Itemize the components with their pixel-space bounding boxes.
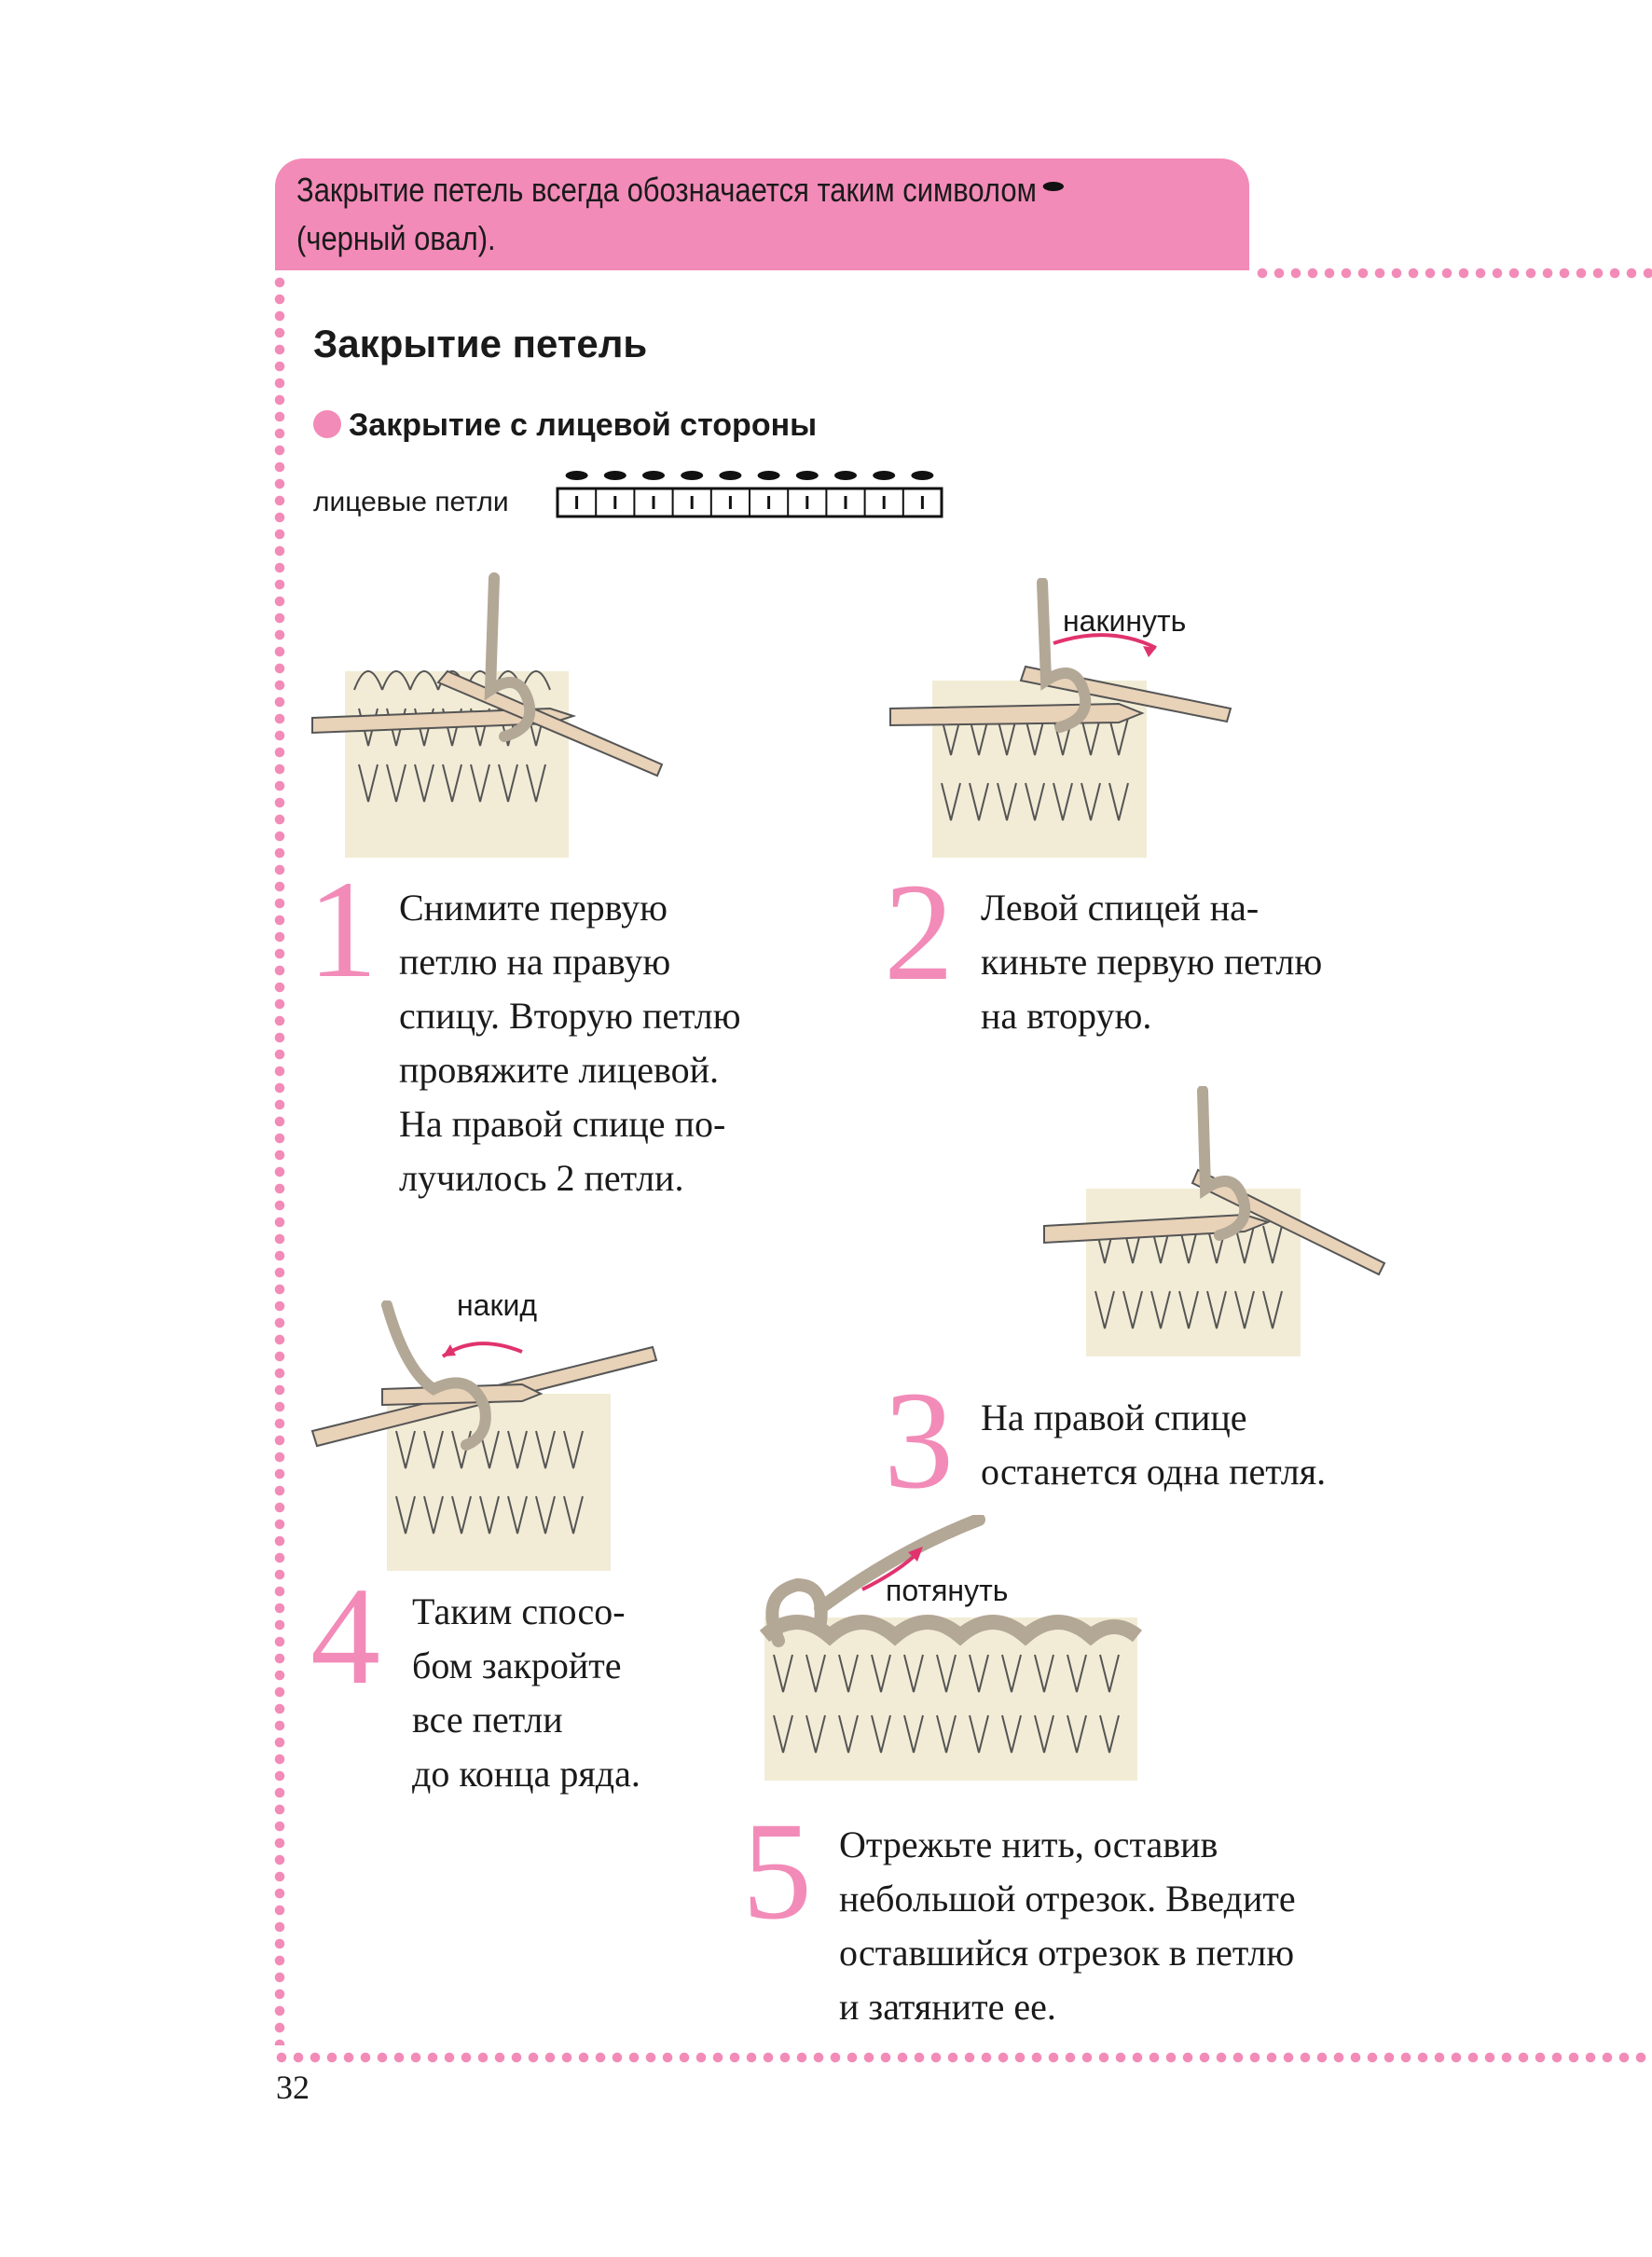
yarn [1037,578,1092,733]
chart-label: лицевые петли [313,487,509,517]
step-4-text: Таким спосо- бом закройте все петли до к… [412,1590,640,1795]
bind-off-oval [795,471,819,480]
yarn [1197,1086,1251,1241]
step-4-number: 4 [310,1559,380,1713]
bind-off-oval [603,471,626,480]
curved-arrow-icon [1053,633,1157,657]
section-heading: Закрытие петель [313,322,648,365]
straight-arrow-icon [861,1547,923,1591]
step-2-text: Левой спицей на- киньте первую петлю на … [981,887,1323,1037]
step-3-number: 3 [884,1363,954,1518]
knit-fabric [387,1394,611,1571]
bind-off-oval [873,471,896,480]
bind-off-oval [719,471,742,480]
step-1-number: 1 [308,852,378,1007]
needle-right [436,669,664,778]
bind-off-symbol-icon [1042,182,1065,192]
note-text: Закрытие петель всегда обозначается таки… [296,166,1098,263]
label-nakinut: накинуть [1063,604,1187,638]
knit-fabric [345,670,569,858]
yarn [484,572,536,742]
illustration-step-4 [310,1301,658,1571]
chart-cells [575,489,924,516]
label-nakid: накид [457,1288,538,1322]
illustration-step-5 [759,1515,1142,1781]
dotted-border-top [1254,267,1652,280]
stitch-chart [556,471,943,518]
knit-fabric [1086,1189,1301,1356]
step-2-number: 2 [884,855,954,1010]
bound-off-edge [759,1615,1142,1646]
pink-bullet-icon [313,410,341,439]
bind-off-oval [834,471,857,480]
dotted-border-bottom [273,2051,1652,2064]
yarn [765,1515,985,1647]
step-5-text: Отрежьте нить, оставив небольшой отрезок… [839,1823,1296,2028]
needle-left [889,702,1145,727]
yarn [381,1301,491,1451]
curved-arrow-icon [441,1342,523,1358]
label-potyanut: потянуть [886,1574,1009,1607]
illustration-step-3 [1043,1086,1386,1356]
bind-off-oval [642,471,665,480]
note-line-2: (черный овал). [296,219,496,257]
illustration-step-2 [889,578,1232,858]
needle-left [381,1383,544,1407]
bind-off-oval [911,471,934,480]
subsection-heading-text: Закрытие с лицевой стороны [349,407,818,443]
bind-off-oval [565,471,588,480]
dotted-border-left [273,274,286,2045]
subsection-heading: Закрытие с лицевой стороны [313,407,817,444]
illustration-step-1 [311,572,664,858]
step-3-text: На правой спице останется одна петля. [981,1397,1327,1493]
step-1-text: Снимите первую петлю на правую спицу. Вт… [399,887,741,1199]
bind-off-oval [681,471,704,480]
note-line-1: Закрытие петель всегда обозначается таки… [296,171,1037,209]
bind-off-oval [757,471,780,480]
note-box [275,158,1249,270]
page-number: 32 [276,2069,310,2106]
step-5-number: 5 [742,1794,812,1948]
needle-left [1043,1213,1271,1245]
bind-off-ovals [565,471,934,480]
knit-fabric [764,1617,1137,1781]
